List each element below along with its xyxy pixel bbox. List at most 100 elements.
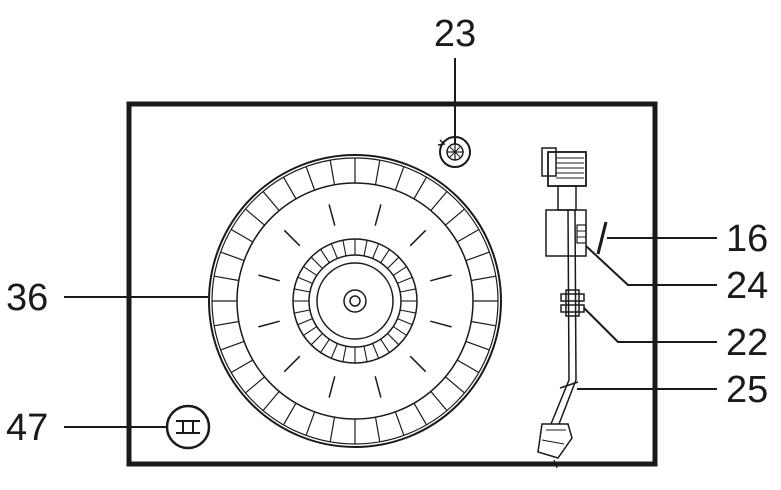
- knob-icon[interactable]: [165, 404, 211, 450]
- label-tick: [320, 338, 330, 353]
- label-tick: [297, 276, 313, 284]
- strobe-tick: [245, 376, 265, 394]
- label-tick: [363, 345, 368, 362]
- strobe-tick: [245, 208, 265, 226]
- strobe-tick: [329, 417, 336, 442]
- callout-36: 36: [6, 277, 48, 319]
- finger-lift[interactable]: [559, 381, 579, 389]
- spindle: [349, 295, 361, 307]
- label-tick: [342, 345, 347, 362]
- callout-24: 24: [726, 265, 768, 307]
- strobe-tick: [471, 275, 496, 282]
- label-tick: [380, 249, 390, 264]
- label-tick: [397, 276, 413, 284]
- mat-dash: [258, 274, 280, 282]
- strobe-tick: [262, 391, 280, 411]
- label-tick: [342, 240, 347, 257]
- label-tick: [330, 343, 338, 359]
- label-tick: [294, 309, 311, 314]
- mat-dash: [258, 320, 280, 328]
- callout-22: 22: [726, 322, 768, 364]
- strobe-tick: [220, 251, 245, 262]
- arm-rest-lever[interactable]: [596, 221, 608, 255]
- label-tick: [320, 249, 330, 264]
- strobe-tick: [456, 228, 480, 243]
- strobe-tick: [413, 176, 428, 200]
- label-tick: [372, 243, 380, 259]
- mat-dashes: [258, 204, 452, 398]
- label-tick: [310, 256, 323, 269]
- mat-dash: [409, 229, 427, 247]
- label-tick: [380, 338, 390, 353]
- platter-rim-inner: [211, 157, 499, 445]
- strobe-tick: [430, 191, 448, 211]
- label-tick: [303, 326, 318, 336]
- tonearm-tube: [567, 209, 570, 381]
- strobe-tick: [230, 228, 254, 243]
- strobe-tick: [456, 359, 480, 374]
- strobe-tick: [413, 402, 428, 426]
- strobe-tick: [445, 208, 465, 226]
- mat-dash: [374, 204, 382, 226]
- strobe-ring-ticks: [212, 158, 498, 444]
- strobe-tick: [465, 340, 490, 351]
- strobe-tick: [230, 359, 254, 374]
- mat-dash: [430, 274, 452, 282]
- label-ring-inner: [308, 254, 402, 348]
- tonearm-assembly: [537, 147, 608, 469]
- label-tick: [397, 318, 413, 326]
- label-tick: [297, 318, 313, 326]
- strobe-tick: [305, 166, 316, 191]
- label-tick: [399, 309, 416, 314]
- strobe-tick: [465, 251, 490, 262]
- mat-dash: [430, 320, 452, 328]
- callout-23: 23: [434, 13, 476, 55]
- headshell-arm: [550, 379, 577, 425]
- strobe-tick: [374, 160, 381, 185]
- mat-dash: [283, 229, 301, 247]
- mat-dash: [328, 376, 336, 398]
- strobe-tick: [394, 166, 405, 191]
- label-tick: [392, 266, 407, 276]
- label-tick: [372, 343, 380, 359]
- label-tick: [399, 288, 416, 293]
- counterweight-icon[interactable]: [541, 147, 587, 211]
- strobe-tick: [262, 191, 280, 211]
- tonearm-pivot-base: [545, 209, 587, 257]
- mat-dash: [283, 355, 301, 373]
- spindle-ring: [343, 289, 367, 313]
- callout-47: 47: [6, 407, 48, 449]
- callout-16: 16: [726, 218, 768, 260]
- strobe-tick: [214, 275, 239, 282]
- tonearm-clip[interactable]: [560, 289, 585, 317]
- strobe-tick: [471, 320, 496, 327]
- strobe-tick: [305, 411, 316, 436]
- strobe-tick: [430, 391, 448, 411]
- anti-skate-dial[interactable]: [576, 224, 587, 244]
- callout-25: 25: [726, 369, 768, 411]
- label-tick: [294, 288, 311, 293]
- strobe-ring-inner: [236, 182, 474, 420]
- strobe-tick: [282, 402, 297, 426]
- platter-outer-rim: [208, 154, 502, 448]
- label-tick: [387, 256, 400, 269]
- strobe-tick: [329, 160, 336, 185]
- platter: [208, 154, 502, 448]
- strobe-tick: [394, 411, 405, 436]
- label-ring-ticks: [293, 239, 417, 363]
- strobe-tick: [220, 340, 245, 351]
- strobe-tick: [214, 320, 239, 327]
- cartridge-icon: [537, 423, 573, 469]
- strobe-tick: [282, 176, 297, 200]
- mat-dash: [328, 204, 336, 226]
- label-area: [316, 262, 394, 340]
- strobe-tick: [374, 417, 381, 442]
- label-tick: [303, 266, 318, 276]
- leader-22: [583, 307, 717, 343]
- label-tick: [363, 240, 368, 257]
- label-tick: [310, 333, 323, 346]
- label-tick: [387, 333, 400, 346]
- strobe-tick: [445, 376, 465, 394]
- mat-dash: [409, 355, 427, 373]
